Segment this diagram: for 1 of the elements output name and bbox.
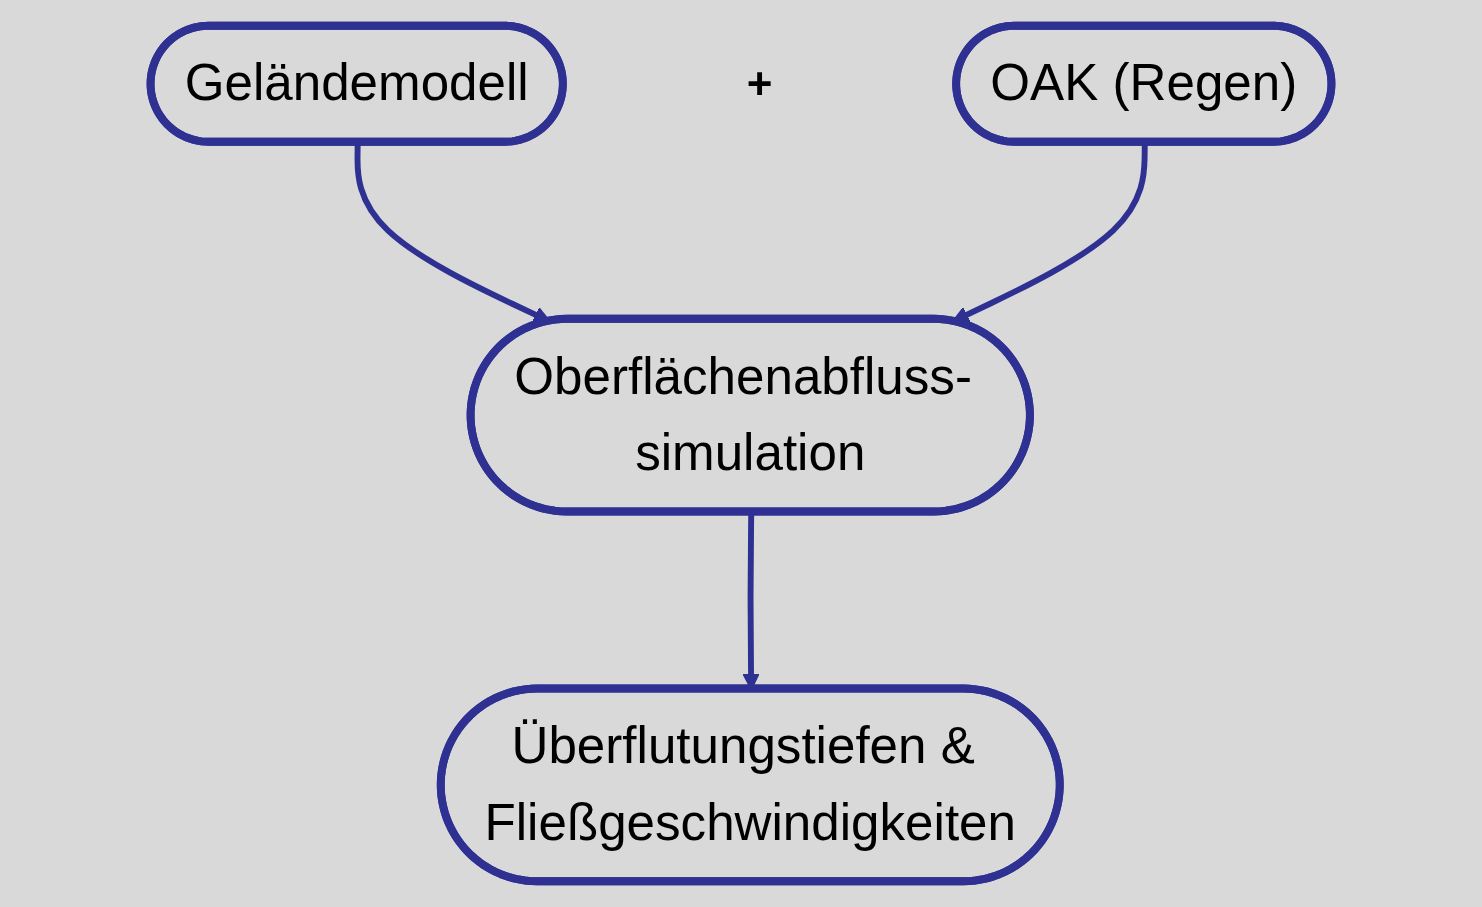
plus-label: + [746,61,773,106]
